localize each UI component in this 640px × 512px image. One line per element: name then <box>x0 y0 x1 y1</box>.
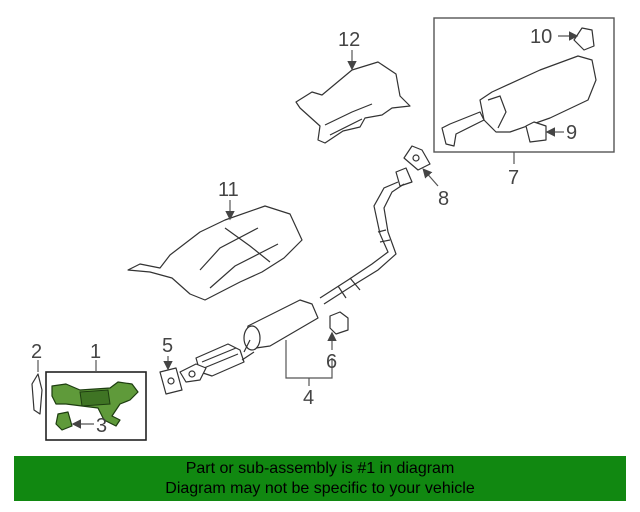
callout-10: 10 <box>530 26 552 48</box>
callout-5: 5 <box>162 335 173 357</box>
heat-shield-upper[interactable] <box>295 61 411 144</box>
callout-4: 4 <box>303 387 314 409</box>
callout-1: 1 <box>90 341 101 363</box>
callout-11: 11 <box>218 179 239 201</box>
callout-8: 8 <box>438 188 449 210</box>
muffler-box[interactable] <box>433 17 615 153</box>
callout-6: 6 <box>326 351 337 373</box>
gasket-5[interactable] <box>159 367 183 395</box>
banner-line-1: Part or sub-assembly is #1 in diagram <box>185 459 455 477</box>
bracket-10[interactable] <box>573 27 595 51</box>
callout-3: 3 <box>96 415 107 437</box>
callout-9: 9 <box>566 122 577 144</box>
gasket-2[interactable] <box>31 373 43 415</box>
info-banner: Part or sub-assembly is #1 in diagram Di… <box>14 456 626 501</box>
gasket-3[interactable] <box>55 411 73 431</box>
catalytic-converter[interactable] <box>179 339 255 383</box>
center-muffler[interactable] <box>243 299 319 351</box>
front-pipe-assembly[interactable] <box>45 371 147 441</box>
hanger-6[interactable] <box>329 311 349 335</box>
hanger-9[interactable] <box>525 121 547 143</box>
callout-7: 7 <box>508 167 519 189</box>
heat-shield-lower[interactable] <box>127 205 303 301</box>
banner-line-2: Diagram may not be specific to your vehi… <box>165 479 475 497</box>
callout-2: 2 <box>31 341 42 363</box>
callout-12: 12 <box>338 29 360 51</box>
gasket-8[interactable] <box>403 145 431 171</box>
rear-pipe[interactable] <box>319 167 413 305</box>
